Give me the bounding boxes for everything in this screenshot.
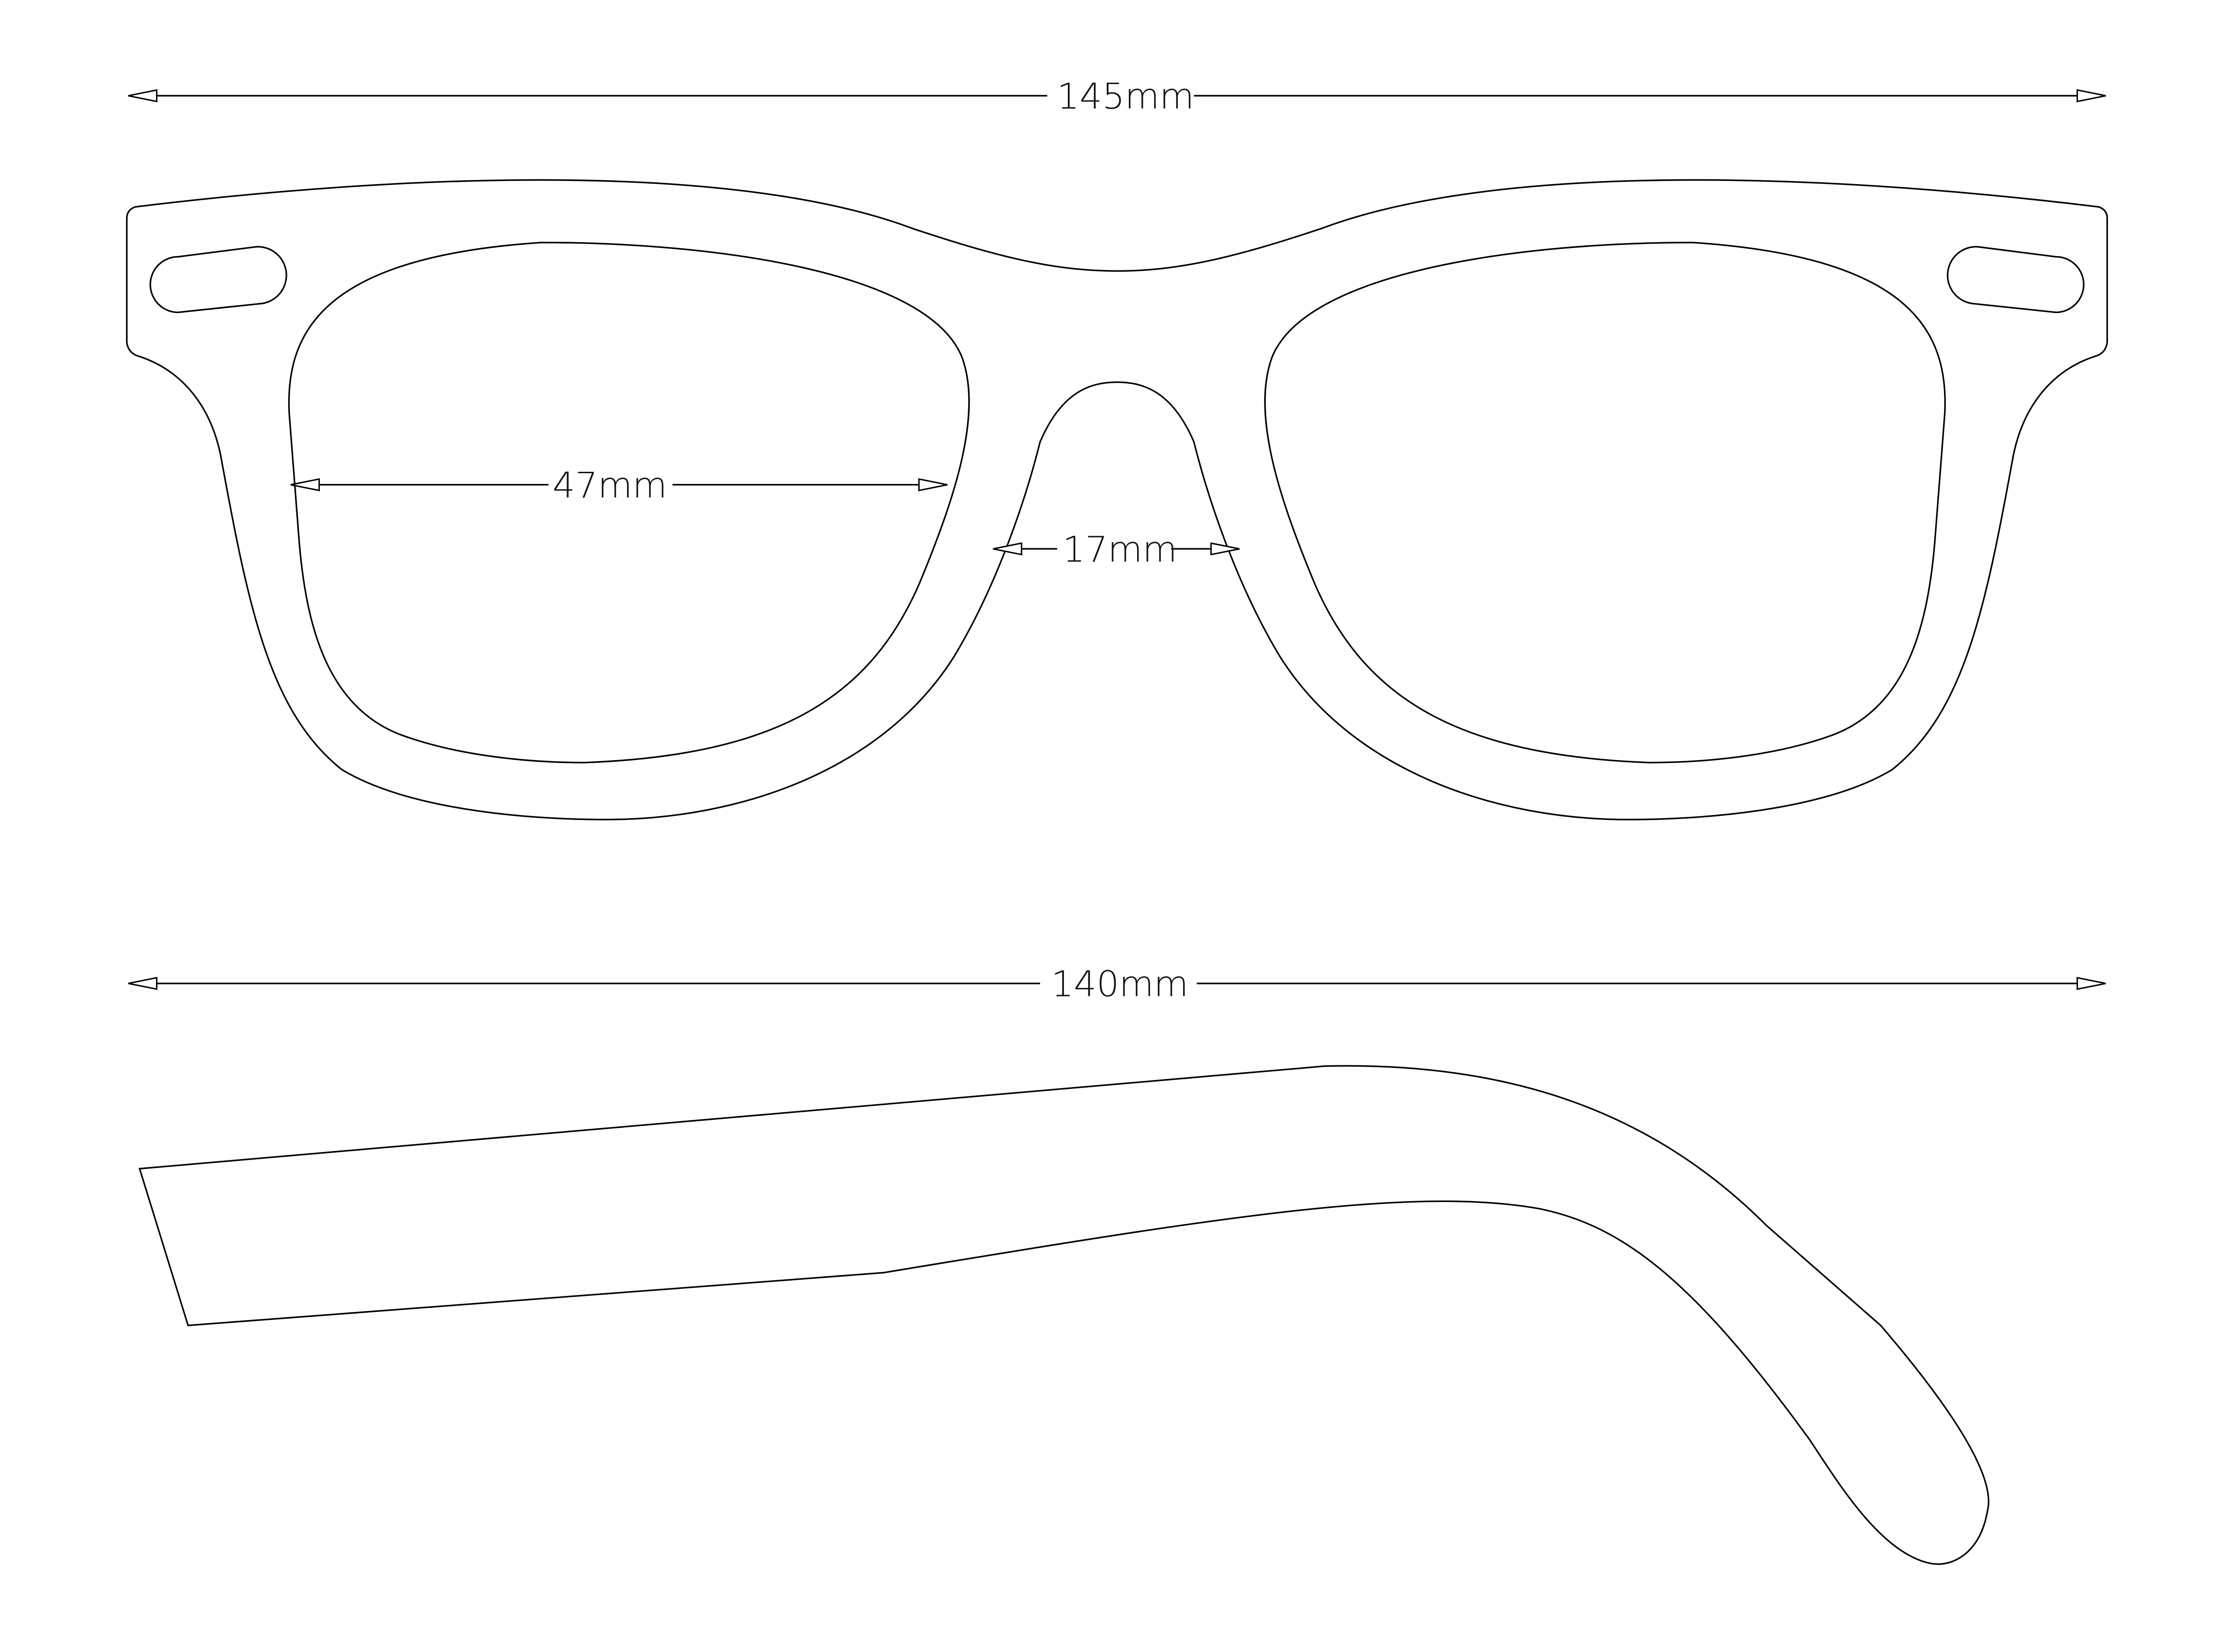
temple-arm xyxy=(139,1065,1990,1565)
left-lens xyxy=(288,241,970,764)
bridge-width-label: 17mm xyxy=(1062,529,1177,570)
total-width-dimension: 145mm xyxy=(128,76,2106,117)
total-width-label: 145mm xyxy=(1057,76,1194,117)
frame-outline xyxy=(126,179,2108,820)
left-hinge-slot xyxy=(149,246,287,313)
bridge-width-dimension: 17mm xyxy=(993,529,1240,570)
right-lens xyxy=(1264,241,1946,764)
temple-length-dimension: 140mm xyxy=(128,963,2106,1005)
lens-width-label: 47mm xyxy=(552,464,667,506)
temple-length-label: 140mm xyxy=(1051,963,1188,1005)
lens-width-dimension: 47mm xyxy=(290,464,948,506)
right-hinge-slot xyxy=(1947,246,2085,313)
